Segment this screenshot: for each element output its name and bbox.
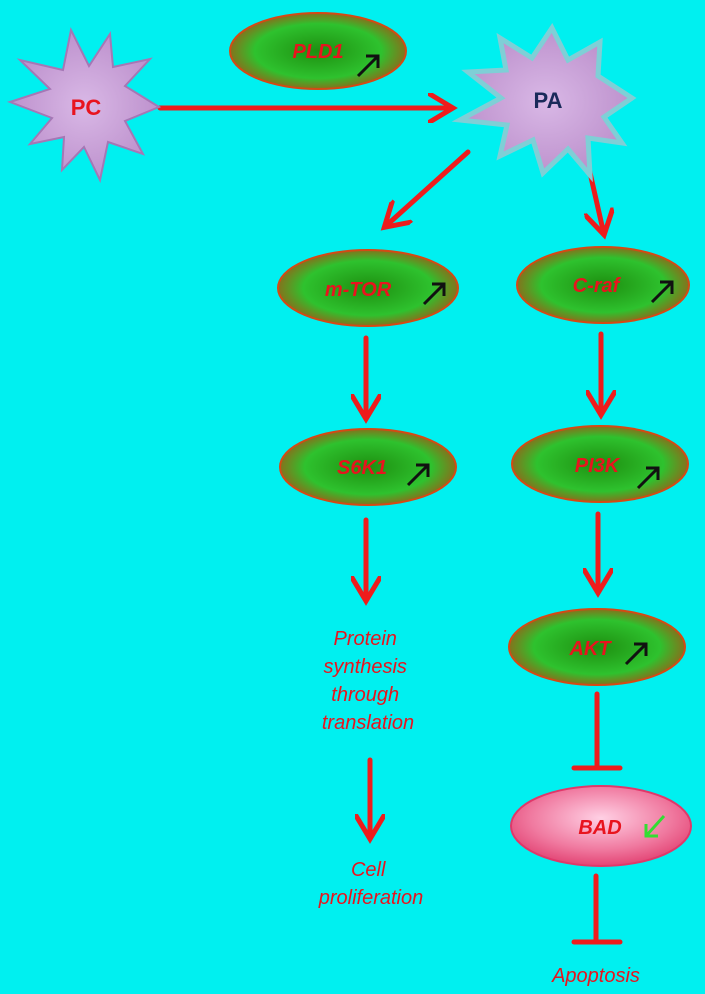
up-arrow-icon bbox=[422, 282, 446, 306]
down-arrow-icon bbox=[644, 814, 666, 838]
pa-star-shape bbox=[451, 23, 637, 183]
pld1-label: PLD1 bbox=[292, 41, 343, 63]
node-bad: BAD bbox=[510, 785, 692, 867]
node-s6k1: S6K1 bbox=[279, 428, 457, 506]
cell-proliferation-line: Cell bbox=[351, 859, 386, 881]
up-arrow-icon bbox=[624, 642, 648, 666]
node-pi3k: PI3K bbox=[511, 425, 689, 503]
node-pa: PA bbox=[451, 23, 637, 183]
up-arrow-icon bbox=[406, 463, 430, 487]
cell-proliferation-text: Cell proliferation bbox=[318, 859, 424, 909]
apoptosis-line: Apoptosis bbox=[551, 965, 640, 987]
craf-label: C-raf bbox=[573, 275, 622, 297]
protein-synthesis-line: through bbox=[331, 684, 399, 706]
protein-synthesis-line: Protein bbox=[334, 628, 397, 650]
s6k1-label: S6K1 bbox=[337, 457, 387, 479]
protein-synthesis-text: Protein synthesis through translation bbox=[322, 628, 414, 734]
protein-synthesis-line: translation bbox=[322, 712, 414, 734]
apoptosis-text: Apoptosis bbox=[551, 965, 640, 987]
s6k1-oval bbox=[279, 428, 457, 506]
node-akt: AKT bbox=[508, 608, 686, 686]
pc-label: PC bbox=[71, 95, 102, 120]
mtor-oval bbox=[277, 249, 459, 327]
cell-proliferation-line: proliferation bbox=[318, 887, 424, 909]
mtor-label: m-TOR bbox=[325, 279, 392, 301]
bad-label: BAD bbox=[578, 817, 621, 839]
pc-star-shape bbox=[6, 26, 162, 184]
pi3k-label: PI3K bbox=[575, 455, 621, 477]
node-pc: PC bbox=[6, 26, 162, 184]
akt-label: AKT bbox=[568, 638, 612, 660]
node-craf: C-raf bbox=[516, 246, 690, 324]
protein-synthesis-line: synthesis bbox=[324, 656, 407, 678]
craf-oval bbox=[516, 246, 690, 324]
node-mtor: m-TOR bbox=[277, 249, 459, 327]
edge-pa-mtor bbox=[388, 149, 471, 224]
bad-oval bbox=[510, 785, 692, 867]
node-pld1: PLD1 bbox=[229, 12, 407, 90]
akt-oval bbox=[508, 608, 686, 686]
pa-label: PA bbox=[534, 88, 563, 113]
up-arrow-icon bbox=[356, 54, 380, 78]
up-arrow-icon bbox=[650, 280, 674, 304]
up-arrow-icon bbox=[636, 466, 660, 490]
